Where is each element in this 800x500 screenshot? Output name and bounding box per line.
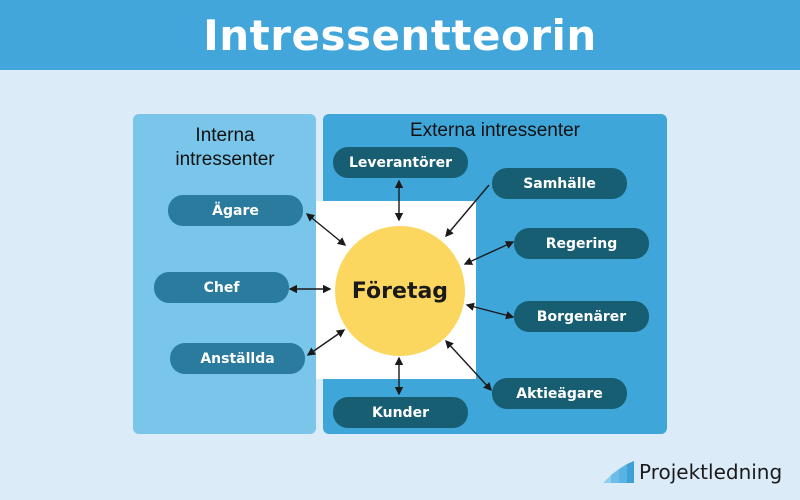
external-panel-title: Externa intressenter xyxy=(409,120,581,141)
internal-title-line1: Interna xyxy=(195,125,255,146)
projektledning-logo: Projektledning xyxy=(603,460,782,484)
stakeholder-chef: Chef xyxy=(154,272,289,303)
company-circle: Företag xyxy=(335,226,465,356)
stakeholder-leverantorer: Leverantörer xyxy=(333,147,468,178)
stakeholder-aktieagare: Aktieägare xyxy=(492,378,627,409)
stakeholder-regering: Regering xyxy=(514,228,649,259)
stakeholder-anstallda: Anställda xyxy=(170,343,305,374)
bar-chart-logo-icon xyxy=(603,461,634,483)
logo-text: Projektledning xyxy=(639,460,783,484)
stakeholder-borgenarer: Borgenärer xyxy=(514,301,649,332)
stakeholder-kunder: Kunder xyxy=(333,397,468,428)
internal-title-line2: intressenter xyxy=(175,149,275,170)
company-label: Företag xyxy=(351,278,449,304)
header-banner: Intressentteorin xyxy=(0,0,800,70)
stakeholder-samhalle: Samhälle xyxy=(492,168,627,199)
internal-panel-title: Interna intressenter xyxy=(150,124,300,172)
stakeholder-agare: Ägare xyxy=(168,195,303,226)
page-title: Intressentteorin xyxy=(203,10,597,60)
